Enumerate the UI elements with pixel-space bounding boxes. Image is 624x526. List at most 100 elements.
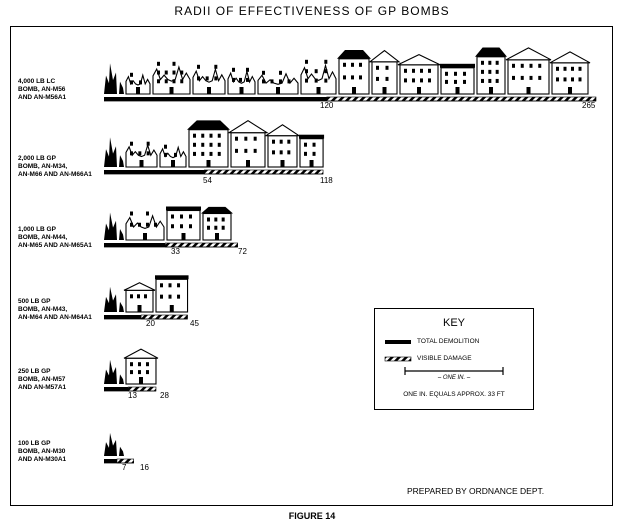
- building-4000-window: [571, 77, 574, 82]
- building-4000-window: [563, 66, 567, 71]
- building-2000-window: [217, 142, 221, 147]
- building-1000-window: [207, 217, 210, 222]
- building-4000-window: [164, 70, 168, 75]
- bomb-label-250: 250 LB GP BOMB, AN-M57 AND AN-M57A1: [18, 368, 67, 391]
- building-4000-window: [376, 76, 379, 81]
- blast-4000-debris: [119, 81, 124, 94]
- building-4000-window: [529, 63, 533, 68]
- building-4000-door: [239, 87, 244, 94]
- building-2000: [159, 145, 187, 168]
- building-4000-window: [324, 69, 328, 74]
- building-2000-window: [164, 152, 167, 157]
- total-demolition-bar-250: [104, 387, 129, 391]
- building-1000-window: [146, 211, 149, 216]
- building-1000-window: [207, 225, 210, 230]
- blast-2000-debris: [119, 155, 124, 167]
- building-2000-window: [146, 151, 150, 156]
- building-4000-window: [214, 76, 218, 81]
- building-250-window: [145, 362, 149, 367]
- building-2000-window: [193, 133, 196, 138]
- building-4000-window: [239, 77, 242, 82]
- building-2000-roof: [227, 120, 269, 134]
- building-2000-window: [164, 144, 167, 149]
- building-4000-window: [481, 69, 484, 74]
- building-1000-door: [181, 233, 186, 240]
- building-4000: [227, 69, 256, 95]
- bomb-label-100: 100 LB GP BOMB, AN-M30 AND AN-M30A1: [18, 440, 67, 463]
- building-4000-window: [351, 62, 354, 67]
- visible-damage-value-4000: 265: [582, 101, 596, 110]
- building-4000-window: [314, 78, 318, 83]
- building-2000-roof: [187, 120, 230, 130]
- figure-frame: [10, 26, 613, 506]
- building-4000-door: [276, 87, 280, 94]
- building-250-window: [130, 362, 133, 367]
- building-4000-window: [385, 65, 389, 70]
- building-2000-window: [193, 142, 196, 147]
- building-2000-window: [235, 148, 238, 153]
- building-4000-roof: [505, 47, 552, 61]
- building-2000-window: [244, 136, 248, 141]
- visible-damage-value-500: 45: [190, 319, 199, 328]
- building-1000-window: [180, 214, 183, 219]
- building-4000-window: [130, 80, 133, 85]
- building-4000-window: [180, 70, 184, 75]
- building-4000-window: [376, 65, 379, 70]
- building-1000-window: [214, 225, 218, 230]
- building-2000-window: [279, 139, 283, 144]
- building-4000: [257, 72, 299, 95]
- building-4000-window: [412, 68, 415, 73]
- building-4000-window: [488, 69, 492, 74]
- building-1000-window: [154, 222, 157, 227]
- building-4000-roof: [440, 63, 475, 68]
- total-demolition-value-4000: 120: [320, 101, 334, 110]
- building-250-roof: [123, 348, 159, 359]
- building-4000-window: [351, 75, 354, 80]
- building-1000-roof: [166, 206, 201, 211]
- building-4000-roof: [337, 50, 371, 59]
- building-1000-window: [180, 224, 183, 229]
- building-4000-window: [262, 79, 265, 84]
- building-4000-window: [556, 66, 559, 71]
- building-4000-window: [495, 69, 499, 74]
- building-4000-window: [512, 63, 515, 68]
- building-2000-door: [171, 160, 175, 167]
- building-4000-door: [526, 87, 531, 94]
- building-2000-window: [272, 150, 275, 155]
- building-4000-window: [324, 59, 328, 64]
- total-demolition-value-500: 20: [146, 319, 155, 328]
- building-500-window: [160, 294, 163, 299]
- blast-1000: [104, 212, 117, 240]
- building-2000-window: [201, 133, 205, 138]
- building-4000-roof: [549, 51, 591, 64]
- building-4000-window: [180, 79, 184, 84]
- visible-damage-bar-2000: [203, 169, 324, 175]
- building-2000-door: [309, 160, 314, 167]
- building-4000-window: [305, 78, 308, 83]
- building-4000-window: [359, 62, 362, 67]
- building-1000-window: [189, 214, 192, 219]
- building-4000-window: [324, 78, 328, 83]
- building-500-window: [137, 294, 140, 299]
- building-4000-window: [205, 76, 209, 81]
- building-4000-window: [428, 68, 431, 73]
- building-500-window: [160, 283, 163, 288]
- building-4000-window: [232, 67, 235, 72]
- building-4000-window: [197, 64, 200, 69]
- building-1000-window: [189, 224, 192, 229]
- total-demolition-value-1000: 33: [171, 247, 180, 256]
- building-4000-window: [164, 79, 168, 84]
- bomb-label-500: 500 LB GP BOMB, AN-M43, AN-M64 AND AN-M6…: [18, 298, 92, 321]
- building-2000-window: [146, 141, 150, 146]
- building-4000-window: [404, 68, 407, 73]
- building-4000-window: [172, 79, 176, 84]
- building-4000-window: [172, 61, 176, 66]
- building-500-window: [130, 294, 133, 299]
- bomb-label-2000: 2,000 LB GP BOMB, AN-M34, AN-M66 AND AN-…: [18, 155, 92, 178]
- building-4000-door: [417, 87, 421, 94]
- total-demolition-bar-4000: [104, 97, 327, 101]
- total-demolition-bar-100: [104, 459, 117, 463]
- building-2000-window: [235, 136, 238, 141]
- building-4000-window: [279, 79, 282, 84]
